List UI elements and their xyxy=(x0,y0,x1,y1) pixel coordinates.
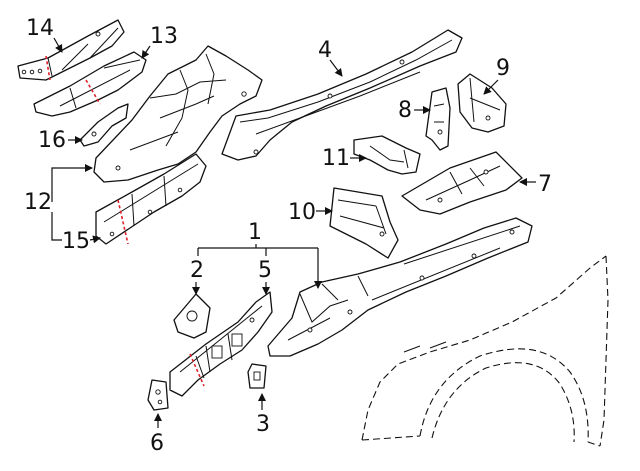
callout-1-label: 1 xyxy=(248,220,262,245)
callout-7-label: 7 xyxy=(538,172,552,197)
rail-stop-bracket xyxy=(247,363,267,389)
callout-9-label: 9 xyxy=(496,56,510,81)
callout-6: 6 xyxy=(150,413,164,456)
callout-13-label: 13 xyxy=(150,24,178,49)
upper-rail-reinforcement xyxy=(17,19,125,81)
callout-3-label: 3 xyxy=(256,412,270,437)
callout-12: 12 xyxy=(24,164,93,241)
callout-4: 4 xyxy=(318,38,343,77)
callout-13: 13 xyxy=(141,24,178,59)
callout-10-label: 10 xyxy=(288,200,316,225)
rail-tip-bracket xyxy=(147,379,169,411)
callout-15-label: 15 xyxy=(62,229,90,254)
inner-fender-support xyxy=(329,187,399,259)
callout-1: 1 xyxy=(197,220,322,289)
callout-3: 3 xyxy=(256,393,270,437)
callout-11: 11 xyxy=(322,146,367,171)
front-rail-reinforcement xyxy=(95,153,207,245)
upper-rail-bracket xyxy=(33,51,147,117)
front-rail-section xyxy=(169,291,273,397)
callout-9: 9 xyxy=(483,56,510,95)
callout-4-label: 4 xyxy=(318,38,332,63)
callout-5-label: 5 xyxy=(258,258,272,283)
fender-outline xyxy=(361,255,609,447)
callout-14-label: 14 xyxy=(26,16,54,41)
callout-10: 10 xyxy=(288,200,333,225)
callout-8-label: 8 xyxy=(398,98,412,123)
callout-7: 7 xyxy=(519,172,552,197)
callout-12-label: 12 xyxy=(24,190,52,215)
callout-16: 16 xyxy=(38,128,83,153)
apron-extension xyxy=(79,103,129,147)
front-rail xyxy=(267,217,533,357)
callout-8: 8 xyxy=(398,98,431,123)
callout-14: 14 xyxy=(26,16,63,53)
callout-6-label: 6 xyxy=(150,431,164,456)
callout-15: 15 xyxy=(62,229,101,254)
rail-bracket-right xyxy=(425,87,451,151)
lower-mount-plate xyxy=(173,293,211,339)
callout-5: 5 xyxy=(258,258,272,295)
front-apron xyxy=(93,45,263,183)
rail-gusset xyxy=(457,73,507,133)
callout-2-label: 2 xyxy=(190,258,204,283)
callout-16-label: 16 xyxy=(38,128,66,153)
callout-2: 2 xyxy=(190,258,204,295)
callout-11-label: 11 xyxy=(322,146,350,171)
tie-bar xyxy=(401,151,523,215)
upper-apron-rail xyxy=(221,29,463,161)
crossmember-bracket xyxy=(353,135,421,175)
